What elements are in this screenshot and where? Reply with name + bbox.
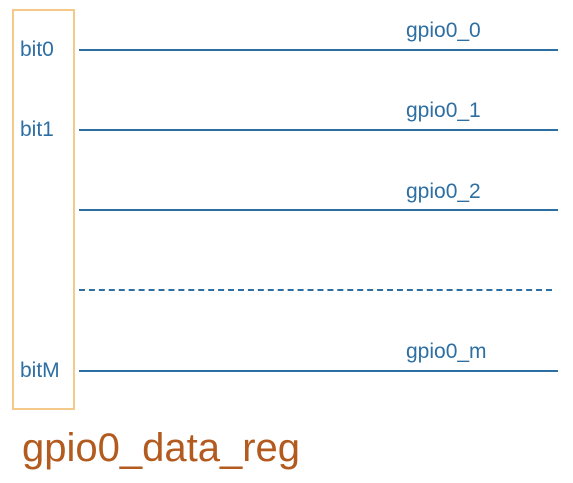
signal-line-0 xyxy=(79,49,558,51)
register-name: gpio0_data_reg xyxy=(22,426,301,470)
bit-label-1: bit1 xyxy=(20,118,54,141)
ellipsis-dashed-line xyxy=(79,289,552,291)
signal-label-1: gpio0_1 xyxy=(406,99,481,122)
bit-label-m: bitM xyxy=(20,359,60,382)
signal-line-2 xyxy=(79,209,558,211)
register-box xyxy=(12,9,75,410)
signal-label-m: gpio0_m xyxy=(406,340,487,363)
signal-line-1 xyxy=(79,129,558,131)
signal-label-0: gpio0_0 xyxy=(406,19,481,42)
bit-label-0: bit0 xyxy=(20,38,54,61)
signal-label-2: gpio0_2 xyxy=(406,180,481,203)
signal-line-m xyxy=(79,370,558,372)
